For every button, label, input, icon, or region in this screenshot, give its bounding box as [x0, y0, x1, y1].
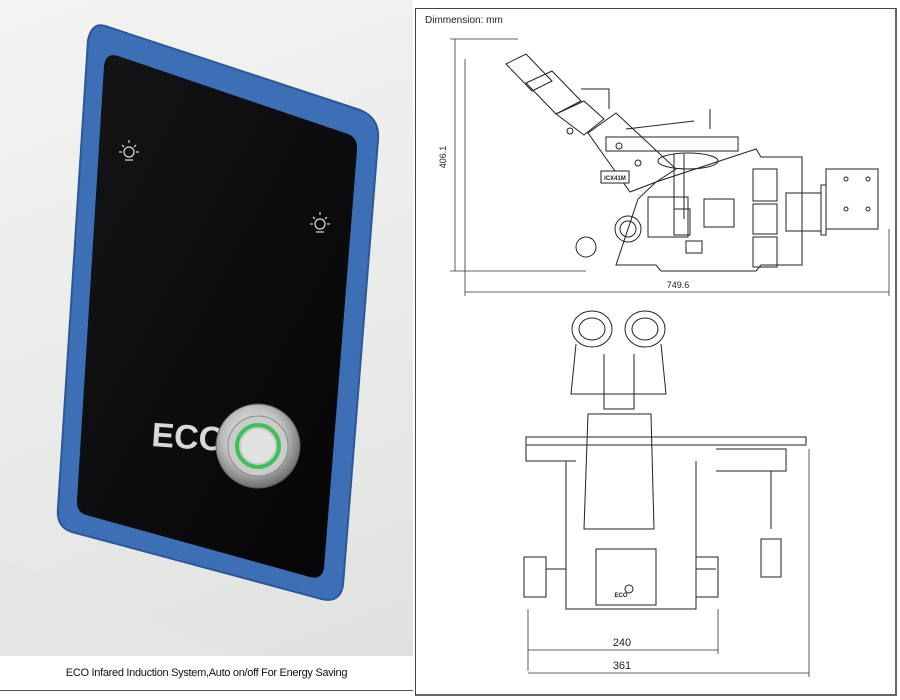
black-panel [76, 55, 358, 578]
inner-width-label: 240 [613, 637, 631, 649]
model-label: ICX41M [604, 176, 626, 182]
front-panel-eco-label: ECO [614, 593, 627, 599]
dimension-title: Dimmension: mm [425, 15, 503, 26]
light-bright-icon [310, 212, 330, 233]
outer-width-dimension [528, 449, 810, 677]
side-view-drawing [505, 53, 879, 272]
eco-power-button[interactable] [215, 403, 301, 489]
width-label: 749.6 [667, 280, 690, 290]
dimension-diagram: Dimmension: mm [415, 8, 897, 696]
front-view-drawing [523, 310, 807, 610]
eco-photo-panel: ECO ECO Infared Induction System,Auto on… [0, 0, 413, 692]
eco-label: ECO [150, 416, 226, 459]
green-ring-indicator [235, 423, 281, 469]
height-label: 406.1 [438, 146, 448, 169]
height-dimension [450, 38, 586, 272]
model-badge: ICX41M [600, 170, 630, 184]
outer-width-label: 361 [613, 660, 631, 672]
inner-width-dimension [527, 609, 719, 671]
width-dimension [464, 59, 890, 296]
light-dim-icon [119, 140, 139, 161]
divider [0, 690, 413, 691]
caption: ECO Infared Induction System,Auto on/off… [65, 667, 348, 679]
eco-control-photo: ECO [0, 0, 413, 656]
